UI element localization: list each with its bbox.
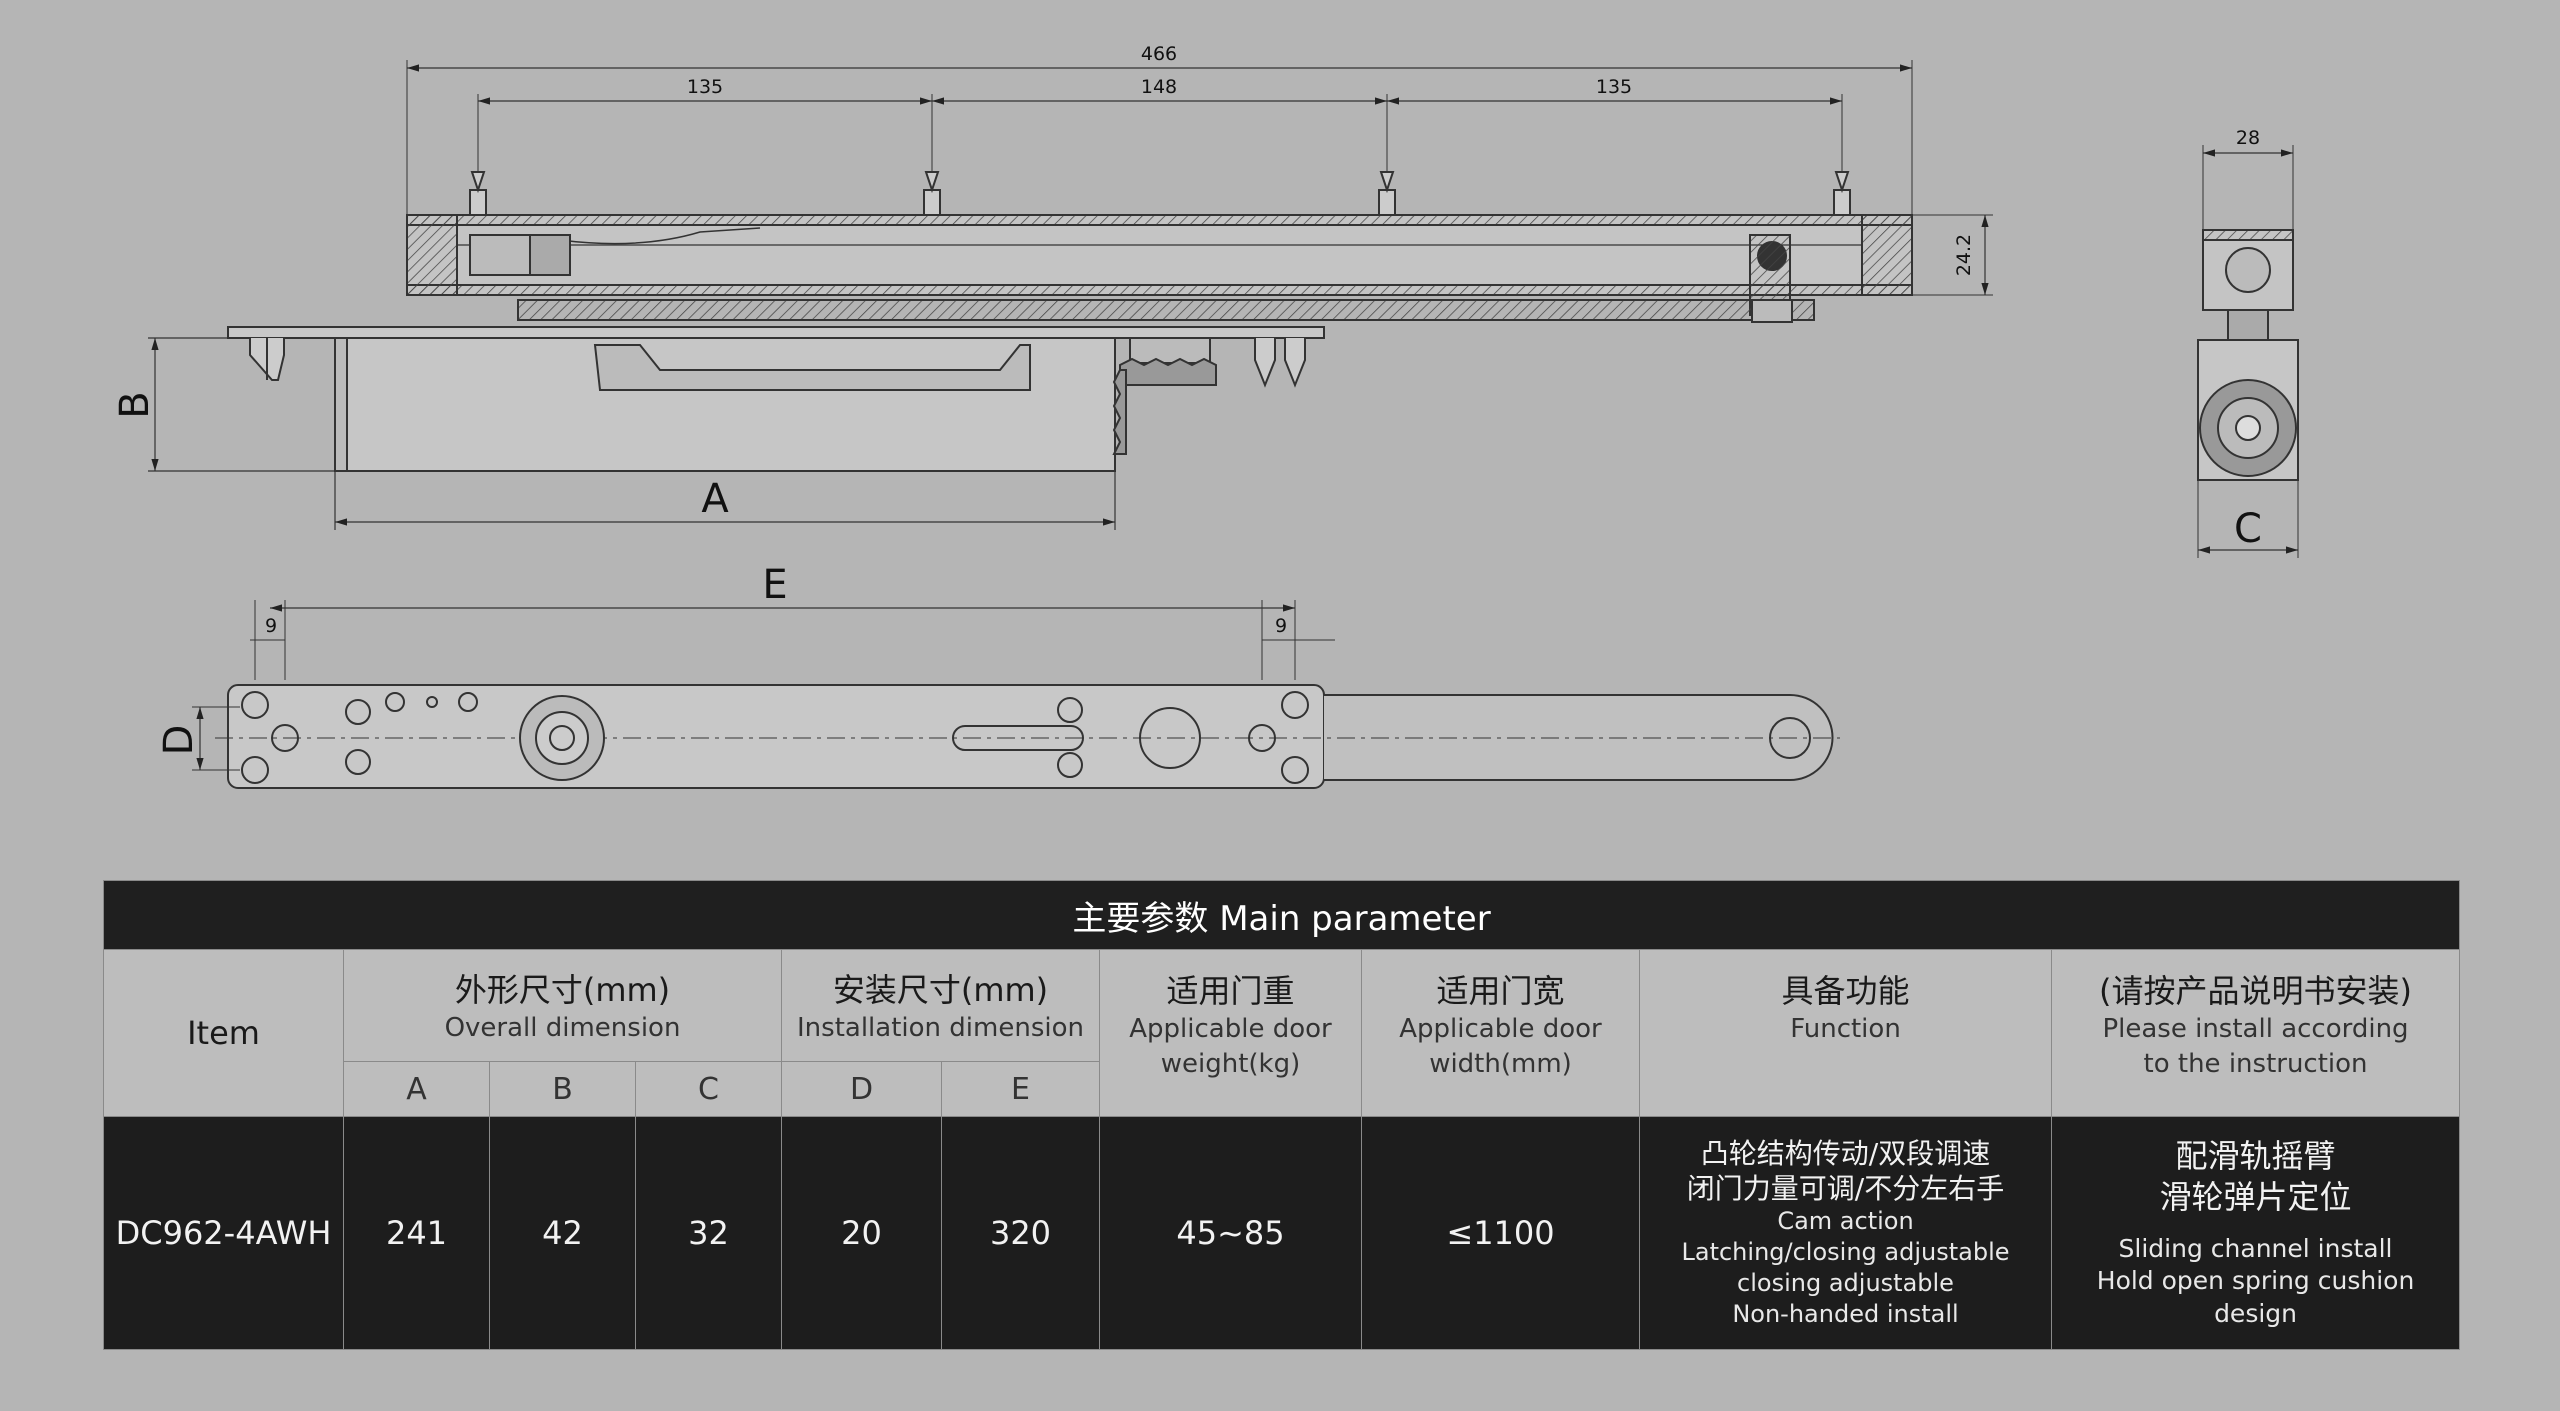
dim-total: 466 <box>1141 43 1177 65</box>
dim-b <box>148 337 335 472</box>
dim-span-2: 148 <box>1141 76 1177 98</box>
cell-weight: 45~85 <box>1099 1116 1362 1350</box>
cell-function: 凸轮结构传动/双段调速 闭门力量可调/不分左右手 Cam action Latc… <box>1639 1116 2052 1350</box>
cell-a: 241 <box>343 1116 490 1350</box>
header-d: D <box>781 1061 942 1117</box>
sliding-channel-top-view <box>406 60 1993 323</box>
header-weight: 适用门重 Applicable door weight(kg) <box>1099 949 1362 1117</box>
cell-note: 配滑轨摇臂 滑轮弹片定位 Sliding channel install Hol… <box>2050 1116 2461 1350</box>
cell-item: DC962-4AWH <box>103 1116 344 1350</box>
dim-edge-right: 9 <box>1275 615 1287 637</box>
parameter-table: 主要参数 Main parameter Item 外形尺寸(mm) Overal… <box>102 880 2461 1350</box>
table-title: 主要参数 Main parameter <box>102 880 2461 950</box>
table-row: DC962-4AWH 241 42 32 20 320 45~85 ≤1100 … <box>103 1116 2461 1350</box>
closer-end-view <box>2197 145 2299 558</box>
cell-e: 320 <box>941 1116 1100 1350</box>
cell-d: 20 <box>781 1116 942 1350</box>
header-b: B <box>489 1061 636 1117</box>
dim-span-3: 135 <box>1596 76 1632 98</box>
cell-c: 32 <box>635 1116 782 1350</box>
label-b: B <box>112 391 158 418</box>
cell-width: ≤1100 <box>1361 1116 1640 1350</box>
header-install: 安装尺寸(mm) Installation dimension <box>781 949 1100 1062</box>
dim-span-1: 135 <box>687 76 723 98</box>
technical-drawing: 466 135 148 135 24.2 B A <box>112 43 2299 789</box>
header-note: (请按产品说明书安装) Please install according to … <box>2050 949 2461 1117</box>
label-d: D <box>156 725 202 756</box>
dim-a <box>334 471 1116 530</box>
label-a: A <box>701 476 729 522</box>
label-e: E <box>762 562 787 608</box>
header-a: A <box>343 1061 490 1117</box>
mounting-plate-view <box>192 600 1840 789</box>
label-c: C <box>2234 506 2262 552</box>
header-width: 适用门宽 Applicable door width(mm) <box>1361 949 1640 1117</box>
cell-b: 42 <box>489 1116 636 1350</box>
header-overall: 外形尺寸(mm) Overall dimension <box>343 949 782 1062</box>
dim-width: 28 <box>2236 127 2260 149</box>
header-e: E <box>941 1061 1100 1117</box>
closer-body-side-view <box>227 326 1325 472</box>
header-item: Item <box>103 949 344 1117</box>
dim-edge-left: 9 <box>265 615 277 637</box>
header-function: 具备功能 Function <box>1639 949 2052 1117</box>
header-c: C <box>635 1061 782 1117</box>
dim-height: 24.2 <box>1953 234 1975 276</box>
